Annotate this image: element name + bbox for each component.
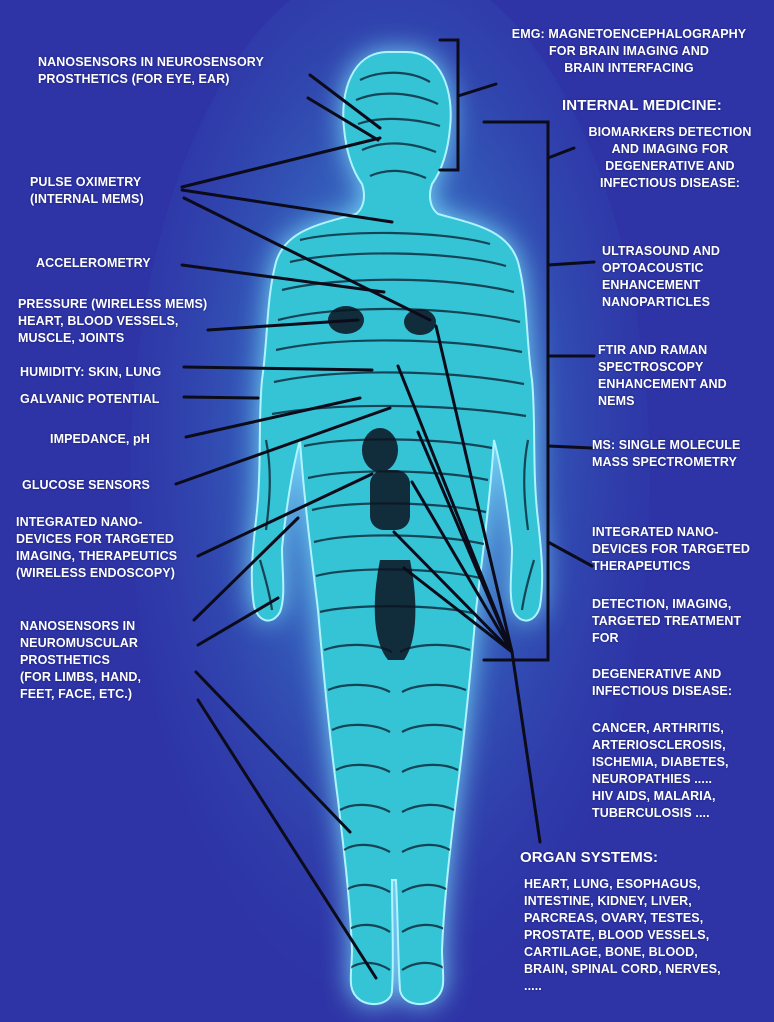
label-mass-spectrometry: MS: SINGLE MOLECULE MASS SPECTROMETRY (592, 437, 740, 471)
label-humidity: HUMIDITY: SKIN, LUNG (20, 364, 161, 381)
label-neurosensory-prosthetics: NANOSENSORS IN NEUROSENSORY PROSTHETICS … (38, 54, 264, 88)
leader-line-galvanic (184, 397, 258, 398)
label-impedance-ph: IMPEDANCE, pH (50, 431, 150, 448)
label-detection-imaging-treatment: DETECTION, IMAGING, TARGETED TREATMENT F… (592, 596, 741, 647)
label-glucose-sensors: GLUCOSE SENSORS (22, 477, 150, 494)
label-internal-medicine-title: INTERNAL MEDICINE: (562, 96, 722, 115)
label-emg-brain-imaging: EMG: MAGNETOENCEPHALOGRAPHY FOR BRAIN IM… (494, 26, 764, 77)
label-organ-systems-title: ORGAN SYSTEMS: (520, 848, 658, 867)
label-neuromuscular-prosthetics: NANOSENSORS IN NEUROMUSCULAR PROSTHETICS… (20, 618, 141, 703)
label-pulse-oximetry: PULSE OXIMETRY (INTERNAL MEMS) (30, 174, 144, 208)
label-galvanic-potential: GALVANIC POTENTIAL (20, 391, 160, 408)
label-disease-list: CANCER, ARTHRITIS, ARTERIOSCLEROSIS, ISC… (592, 720, 729, 822)
label-pressure-sensors: PRESSURE (WIRELESS MEMS) HEART, BLOOD VE… (18, 296, 207, 347)
label-integrated-nano-therapeutics: INTEGRATED NANO- DEVICES FOR TARGETED TH… (592, 524, 750, 575)
label-degenerative-infectious: DEGENERATIVE AND INFECTIOUS DISEASE: (592, 666, 732, 700)
leader-line-ms (548, 446, 592, 448)
label-ftir-raman: FTIR AND RAMAN SPECTROSCOPY ENHANCEMENT … (598, 342, 727, 410)
label-biomarkers-detection: BIOMARKERS DETECTION AND IMAGING FOR DEG… (572, 124, 768, 192)
label-integrated-nano-imaging: INTEGRATED NANO- DEVICES FOR TARGETED IM… (16, 514, 177, 582)
label-accelerometry: ACCELEROMETRY (36, 255, 151, 272)
label-organ-systems-list: HEART, LUNG, ESOPHAGUS, INTESTINE, KIDNE… (524, 876, 721, 995)
label-ultrasound-optoacoustic: ULTRASOUND AND OPTOACOUSTIC ENHANCEMENT … (602, 243, 720, 311)
